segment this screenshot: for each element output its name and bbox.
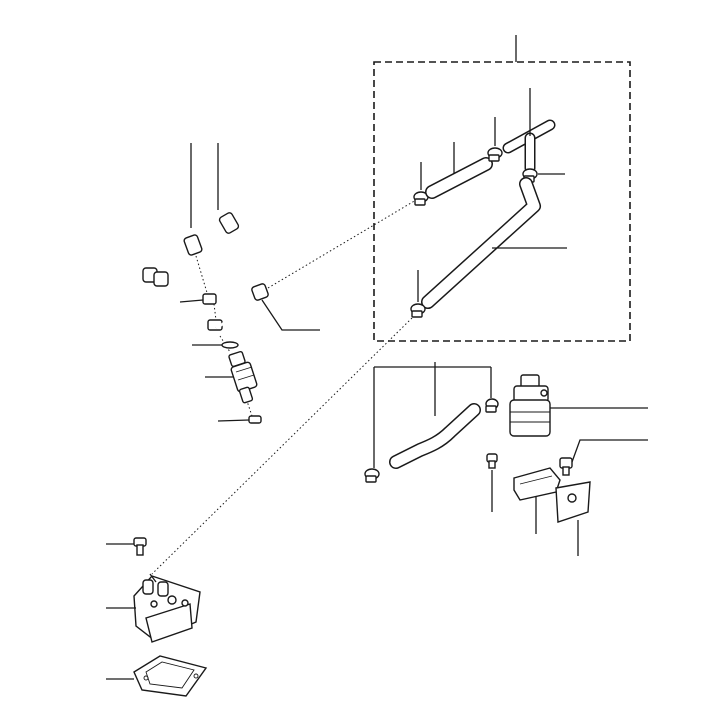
hose-clamp-icon bbox=[413, 191, 429, 206]
injector-nozzle-icon bbox=[228, 350, 258, 404]
hose-assembly-boundary bbox=[373, 61, 631, 342]
hose-clamp-icon bbox=[487, 147, 503, 162]
hose-clamp-icon bbox=[485, 398, 499, 413]
lower-fuel-hose-icon bbox=[389, 403, 481, 469]
pipe-nut-icon bbox=[153, 271, 169, 287]
pipe-nut-icon bbox=[218, 212, 240, 234]
fuel-filter-icon bbox=[509, 374, 551, 437]
t-joint-icon bbox=[502, 119, 556, 174]
fuel-feed-pump-icon bbox=[133, 573, 201, 643]
hose-clamp-icon bbox=[364, 468, 380, 483]
long-fuel-hose-icon bbox=[421, 177, 541, 309]
injection-pipes bbox=[142, 212, 240, 287]
bolt-icon bbox=[133, 537, 147, 556]
leader-nut bbox=[179, 299, 204, 303]
bolt-icon bbox=[486, 453, 498, 469]
align-line-long bbox=[151, 317, 413, 575]
leader-leak-off-pipe bbox=[261, 299, 320, 331]
leak-off-pipe bbox=[215, 283, 269, 330]
filter-bracket-icon bbox=[513, 467, 561, 501]
nut-icon bbox=[202, 293, 217, 305]
align-line-long bbox=[267, 199, 417, 289]
pipe-nut-icon bbox=[183, 234, 203, 256]
leader-bolt-right bbox=[571, 439, 648, 463]
nozzle-seal-icon bbox=[248, 415, 262, 424]
washer-icon bbox=[221, 341, 239, 349]
pipe-fitting-icon bbox=[251, 283, 269, 301]
align-line bbox=[213, 303, 217, 321]
gasket-icon bbox=[133, 655, 208, 697]
short-fuel-hose-icon bbox=[425, 157, 493, 199]
leader-seal bbox=[217, 419, 250, 422]
mounting-plate-icon bbox=[555, 481, 591, 523]
align-line bbox=[195, 255, 209, 297]
hose-clamp-icon bbox=[410, 303, 426, 318]
bolt-icon bbox=[559, 457, 573, 476]
